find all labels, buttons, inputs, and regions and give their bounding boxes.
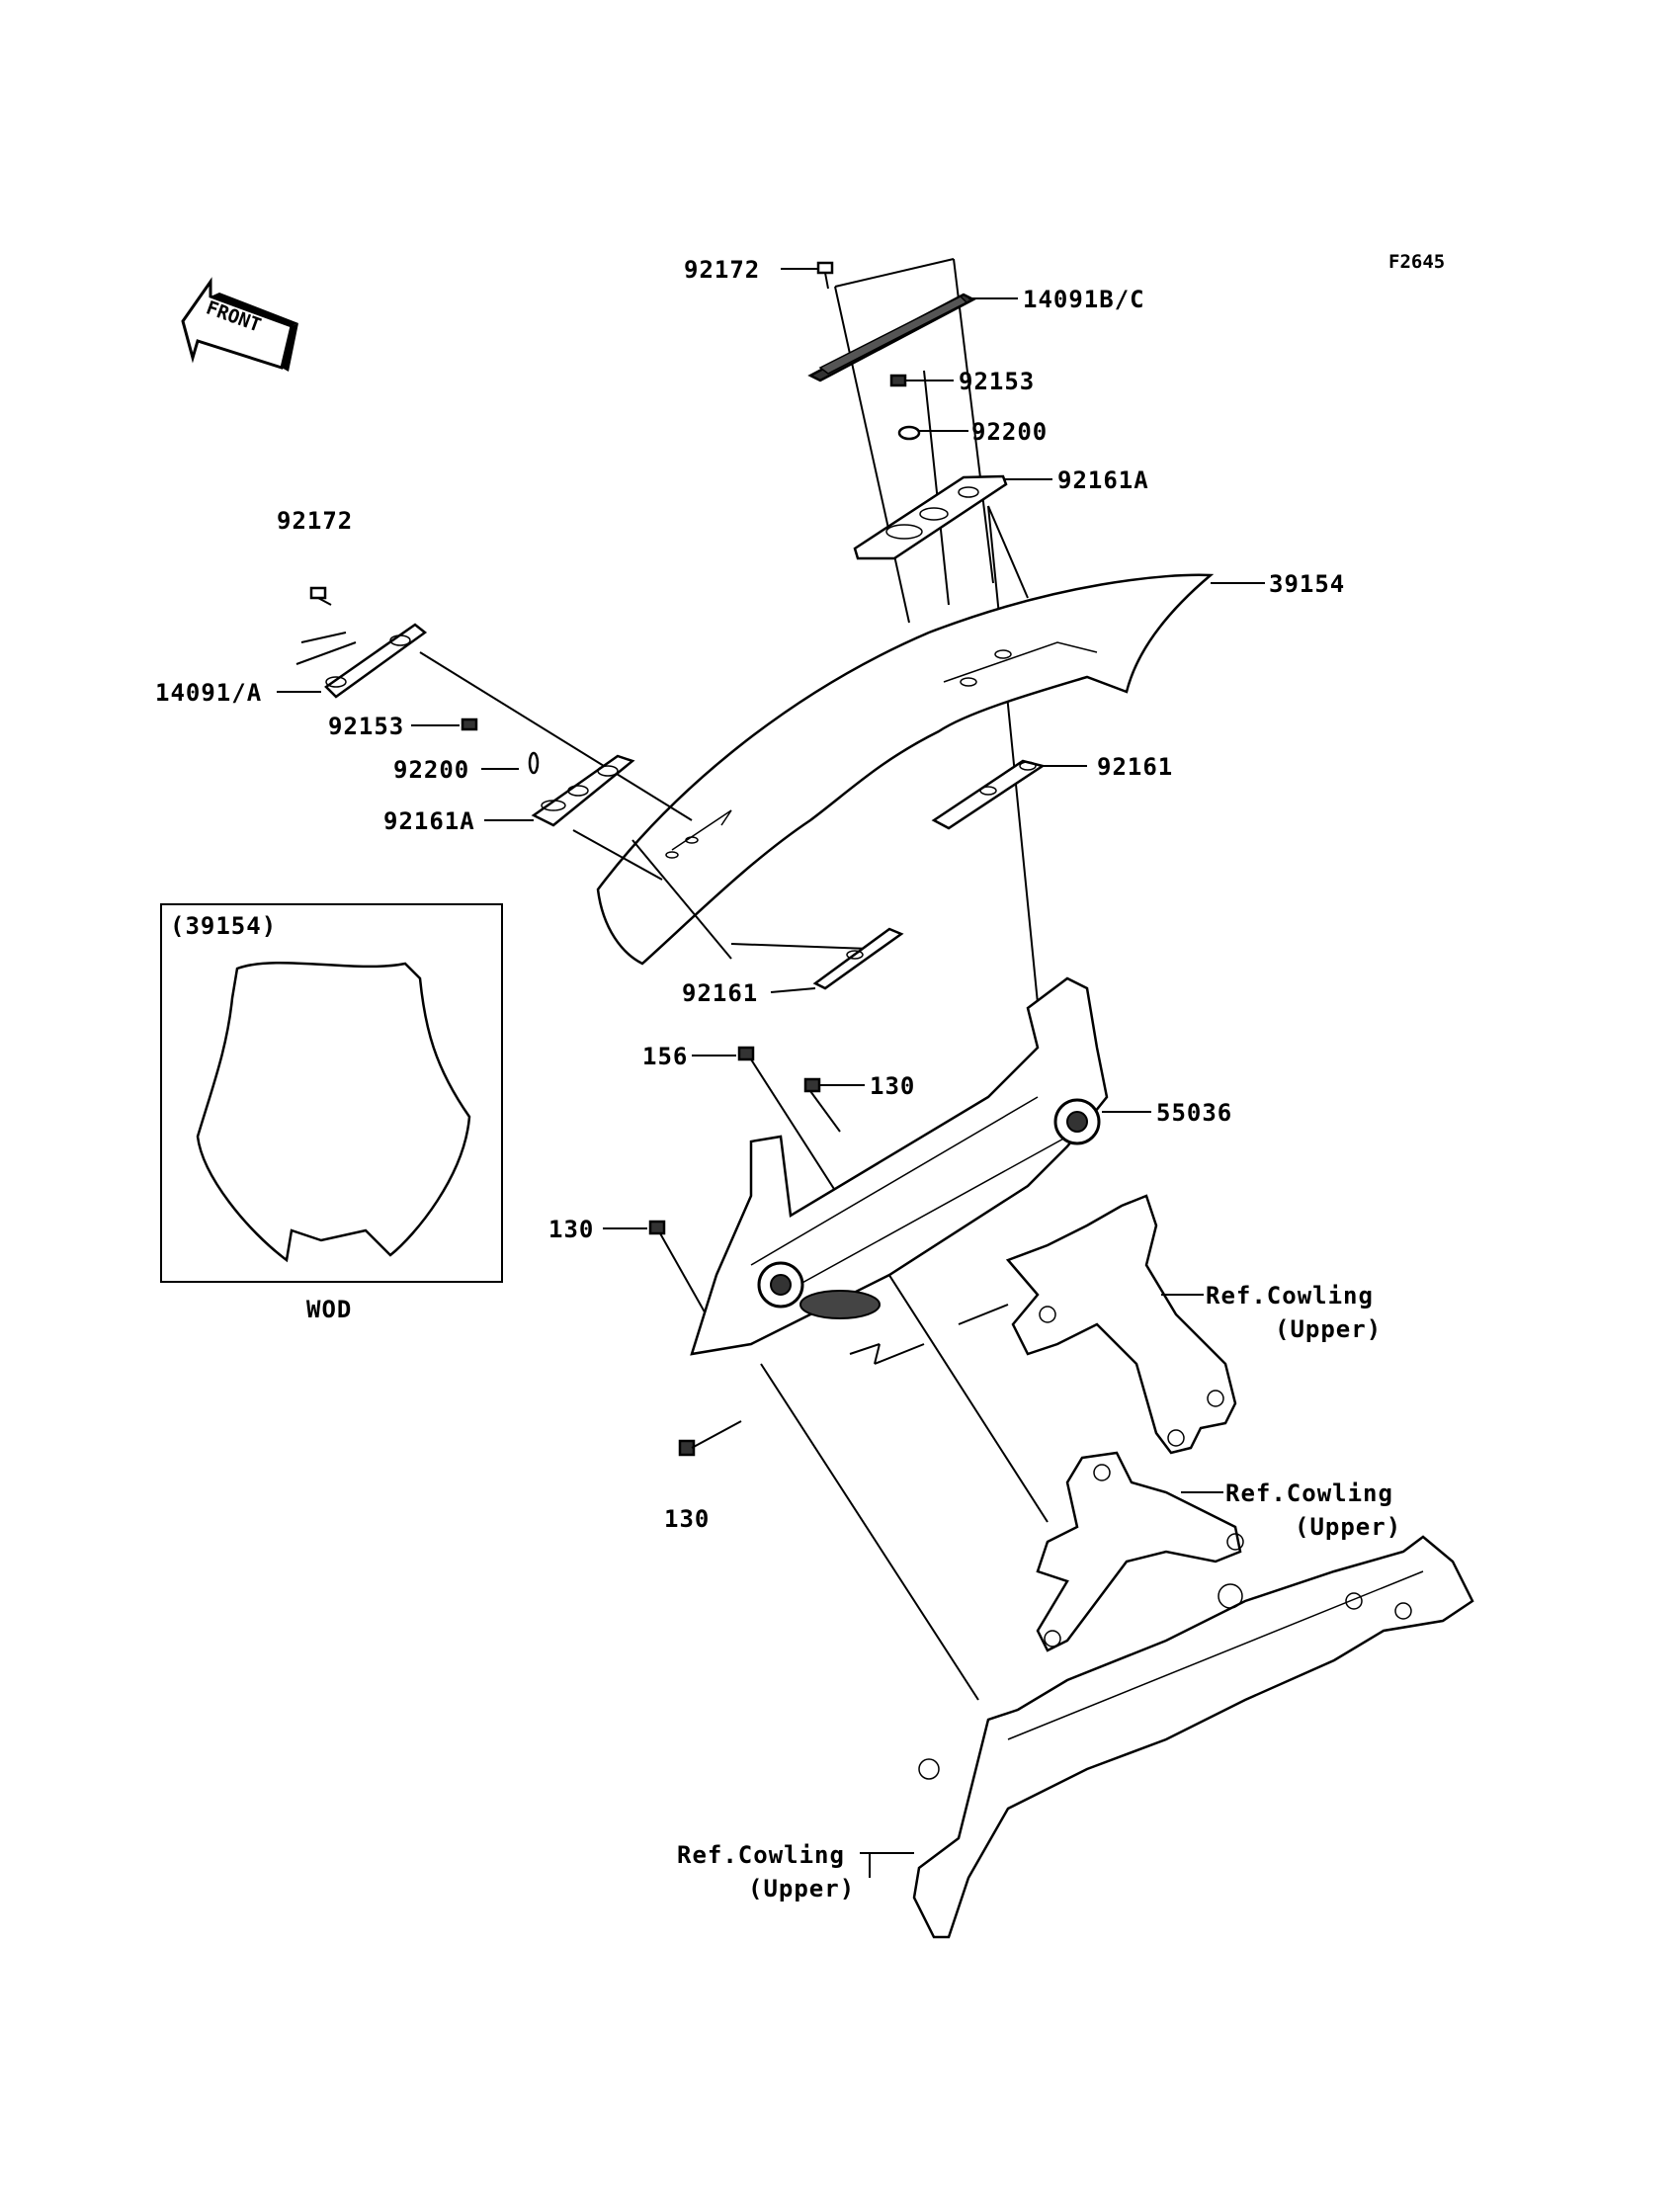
washer-92200-top — [897, 425, 968, 441]
leader-stay-frame — [760, 1363, 979, 1701]
label-92153-top: 92153 — [959, 368, 1035, 395]
label-92172-left: 92172 — [277, 507, 353, 535]
label-92153-left: 92153 — [328, 713, 404, 740]
bolt-130-c — [678, 1420, 742, 1457]
bracket-cowling-2 — [1036, 1451, 1244, 1652]
plate-92161-lower — [770, 927, 904, 993]
label-130-b: 130 — [548, 1216, 594, 1243]
screw-92153-top — [889, 374, 954, 387]
label-14091bc: 14091B/C — [1023, 286, 1145, 313]
leader-lines-top — [834, 258, 1039, 1004]
label-ref-cowling-3: Ref.Cowling — [677, 1841, 845, 1869]
leader-lines-left — [300, 632, 871, 960]
front-arrow-icon: FRONT — [181, 277, 298, 372]
label-ref-cowling-1b: (Upper) — [1275, 1315, 1382, 1343]
label-39154: 39154 — [1269, 570, 1345, 598]
label-92200-top: 92200 — [971, 418, 1048, 446]
label-92161-right: 92161 — [1097, 753, 1173, 781]
bolt-92172-left — [309, 586, 332, 606]
label-14091a: 14091/A — [155, 679, 262, 707]
stay-55036 — [690, 976, 1151, 1365]
label-92172-top: 92172 — [684, 256, 760, 284]
label-130-c: 130 — [664, 1505, 710, 1533]
plate-92161-right — [931, 759, 1087, 830]
label-92200-left: 92200 — [393, 756, 469, 784]
label-ref-cowling-2b: (Upper) — [1295, 1513, 1401, 1541]
washer-92200-left — [481, 751, 540, 775]
label-55036: 55036 — [1156, 1099, 1232, 1127]
bolt-130-a — [803, 1077, 865, 1133]
label-92161a-left: 92161A — [383, 807, 475, 835]
plate-92161a-left — [484, 754, 635, 827]
bolt-130-b — [603, 1220, 713, 1325]
label-ref-cowling-3b: (Upper) — [748, 1875, 855, 1902]
screw-92153-left — [411, 718, 478, 731]
inset-caption: WOD — [306, 1296, 352, 1323]
label-ref-cowling-1: Ref.Cowling — [1206, 1282, 1374, 1310]
cover-14091bc — [807, 293, 1018, 382]
label-130-a: 130 — [870, 1072, 915, 1100]
label-ref-cowling-2: Ref.Cowling — [1225, 1479, 1393, 1507]
label-156: 156 — [642, 1043, 688, 1070]
inset-ref-label: (39154) — [170, 912, 277, 940]
bolt-156 — [692, 1046, 1049, 1523]
figure-code: F2645 — [1388, 251, 1445, 273]
windshield-39154 — [596, 573, 1265, 966]
bracket-cowling-1 — [958, 1194, 1237, 1455]
bolt-92172-top — [781, 261, 834, 290]
plate-92161a-top — [853, 474, 1052, 560]
label-92161a-top: 92161A — [1057, 466, 1149, 494]
inset-box — [160, 903, 503, 1283]
frame-cowling-3 — [860, 1535, 1474, 1939]
label-92161-lower: 92161 — [682, 979, 758, 1007]
cover-14091a — [277, 623, 428, 699]
